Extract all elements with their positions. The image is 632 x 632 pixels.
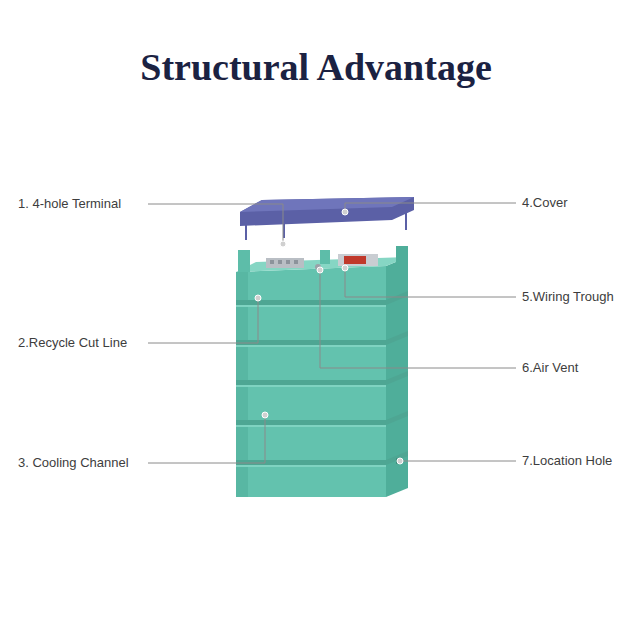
corner-post	[238, 250, 250, 272]
leader-lines	[148, 203, 516, 463]
battery-front	[236, 266, 386, 497]
part-label: 4.Cover	[522, 195, 568, 211]
location-hole	[396, 458, 402, 464]
part-label: 3. Cooling Channel	[18, 455, 129, 471]
part-label: 7.Location Hole	[522, 453, 612, 469]
corner-post	[320, 250, 330, 264]
terminal	[266, 258, 304, 268]
corner-post	[396, 246, 408, 262]
terminal-holes	[270, 260, 298, 264]
wiring-trough	[344, 256, 366, 264]
terminal	[338, 254, 378, 266]
part-label: 1. 4-hole Terminal	[18, 196, 121, 212]
part-label: 6.Air Vent	[522, 360, 578, 376]
part-label: 5.Wiring Trough	[522, 289, 614, 305]
diagram-title: Structural Advantage	[0, 44, 632, 90]
cover	[240, 197, 414, 226]
cooling-ribs	[236, 291, 408, 465]
part-label: 2.Recycle Cut Line	[18, 335, 127, 351]
leader-dots	[255, 209, 403, 464]
